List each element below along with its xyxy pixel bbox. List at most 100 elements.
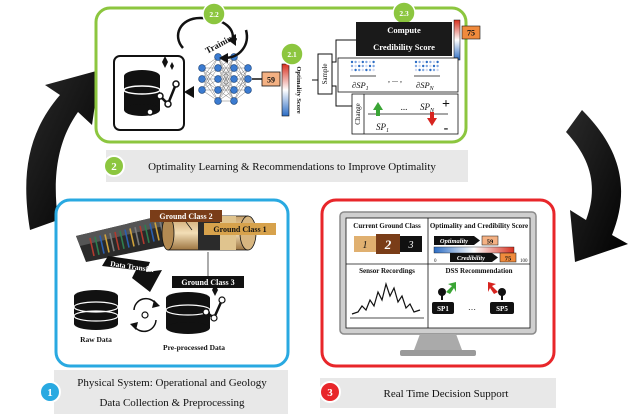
top-caption-bar <box>106 150 468 182</box>
gradient-dot <box>414 68 418 72</box>
gradient-dot <box>418 64 421 68</box>
badge-2-3: 2.3 <box>392 1 416 25</box>
neural-network-nodes <box>198 53 252 105</box>
gradient-dot <box>372 60 375 64</box>
gradient-dot <box>358 60 361 64</box>
drill-stripe <box>124 229 130 248</box>
nn-node <box>198 75 206 83</box>
drill-stripe <box>114 231 120 251</box>
svg-text:75: 75 <box>505 256 512 263</box>
gradient-dot <box>429 68 432 72</box>
partial-sp1: ∂SP1 <box>352 80 369 92</box>
preprocessed-label: Pre-processed Data <box>163 343 225 352</box>
optimality-value: 59 <box>267 76 275 85</box>
gradient-dot <box>436 60 439 64</box>
increase-arrow-icon <box>373 102 383 116</box>
right-caption-bar <box>320 378 556 408</box>
gradient-dot <box>425 68 428 72</box>
right-caption: Real Time Decision Support <box>384 388 509 400</box>
left-caption-line1: Physical System: Operational and Geology <box>77 377 267 389</box>
data-transfer-arrow-icon <box>102 256 162 292</box>
optimality-score-bar <box>281 63 290 117</box>
drill-stripe <box>109 233 115 252</box>
gradient-dot <box>418 60 421 64</box>
ground-class-1-tag <box>204 223 276 235</box>
nn-node <box>230 64 238 72</box>
badge-2: 2 <box>103 155 125 177</box>
ai-database-icon <box>113 55 194 131</box>
nn-node <box>214 53 222 61</box>
gradient-dot <box>425 64 428 68</box>
sp1-knob-icon <box>438 282 456 300</box>
svg-text:2.3: 2.3 <box>399 9 409 18</box>
gradient-dot <box>436 68 439 72</box>
nn-node <box>198 86 206 94</box>
optimality-value-box <box>261 71 281 87</box>
svg-text:1: 1 <box>47 387 53 399</box>
sp1-chip <box>432 302 454 314</box>
nn-node <box>244 75 252 83</box>
screen-title-ground-class: Current Ground Class <box>353 222 421 230</box>
compute-credibility-box <box>356 22 452 56</box>
drill-stripe <box>99 235 105 254</box>
gradient-dot <box>414 60 418 64</box>
change-sp1: SP1 <box>376 122 389 134</box>
gradient-dot <box>368 68 372 72</box>
drill-stripe <box>134 227 140 246</box>
nn-node <box>230 86 238 94</box>
gradient-dot <box>432 64 436 68</box>
gradient-dot <box>422 60 425 64</box>
gradient-dot <box>358 68 361 72</box>
svg-text:3: 3 <box>408 240 414 251</box>
credibility-value: 75 <box>467 29 475 38</box>
gradient-dot <box>429 64 432 68</box>
dss-title: DSS Recommendation <box>445 267 512 275</box>
gradient-dot <box>361 68 364 72</box>
cycle-arrow-left-icon <box>26 70 100 230</box>
class-1-chip <box>354 236 376 252</box>
gradient-dot <box>361 64 364 68</box>
processing-cycle-icon <box>130 297 160 333</box>
sp5-chip <box>490 302 514 314</box>
gradient-dot <box>365 68 368 72</box>
screen-optimality-tag <box>434 236 474 245</box>
credibility-score-label: Credibility Score <box>373 42 435 52</box>
screen-credibility-tag <box>450 253 492 262</box>
sensor-signal-line <box>351 281 421 315</box>
dss-dots: … <box>468 303 476 312</box>
gradient-dot <box>422 68 425 72</box>
sample-box <box>317 53 333 95</box>
svg-text:59: 59 <box>487 239 494 246</box>
ground-class-2-tag <box>150 210 222 222</box>
gradient-dot <box>425 60 428 64</box>
class-2-chip <box>376 234 400 254</box>
badge-2-2: 2.2 <box>202 2 226 26</box>
nn-node <box>244 86 252 94</box>
minus-sign: - <box>444 121 449 136</box>
svg-text:Credibility: Credibility <box>457 255 485 262</box>
badge-2-1: 2.1 <box>280 42 304 66</box>
optimality-score-label: Optimality Score <box>295 66 302 113</box>
svg-text:2.2: 2.2 <box>209 10 219 19</box>
change-spn: SPN <box>420 102 435 114</box>
preprocessed-db-icon <box>165 284 226 334</box>
gradient-dot <box>432 60 436 64</box>
left-caption-bar <box>54 370 288 414</box>
gradient-dot <box>350 64 354 68</box>
drill-stripe <box>129 228 135 247</box>
drill-stripe <box>144 224 150 243</box>
plus-sign: + <box>442 97 450 112</box>
nn-node <box>214 86 222 94</box>
credibility-value-chip <box>461 25 481 40</box>
svg-text:1: 1 <box>363 240 368 251</box>
svg-text:2: 2 <box>111 161 117 173</box>
gradient-dots-1 <box>350 60 375 72</box>
gradient-dot <box>368 60 372 64</box>
ground-class-2-label: Ground Class 2 <box>159 212 212 221</box>
gradient-dot <box>354 68 357 72</box>
drill-stripe <box>119 230 125 249</box>
partials-box <box>337 57 459 93</box>
gradient-dots-n <box>414 60 439 72</box>
decrease-arrow-icon <box>427 112 437 126</box>
